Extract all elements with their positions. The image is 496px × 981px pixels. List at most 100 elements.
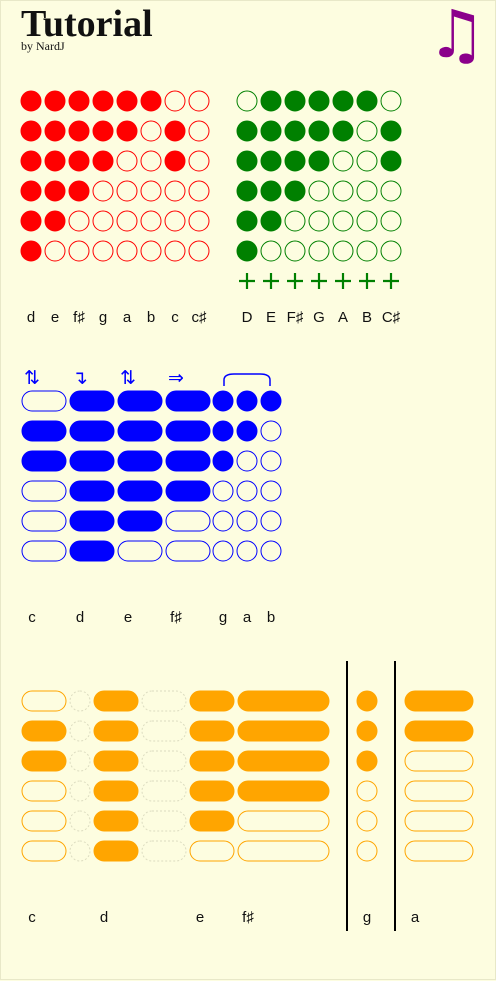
key-inactive bbox=[69, 720, 91, 742]
note-label: f♯ bbox=[242, 909, 254, 926]
note-label: f♯ bbox=[170, 609, 182, 626]
plus-icon bbox=[359, 273, 375, 289]
note-label: c♯ bbox=[192, 309, 208, 326]
hole-closed bbox=[44, 150, 66, 172]
hole-open bbox=[116, 150, 138, 172]
key-inactive bbox=[141, 690, 187, 712]
note-label: e bbox=[196, 909, 204, 926]
hole-open bbox=[260, 510, 282, 532]
hole-open bbox=[332, 180, 354, 202]
hole-open bbox=[164, 180, 186, 202]
hole-open bbox=[308, 180, 330, 202]
key-closed bbox=[117, 510, 163, 532]
hole-closed bbox=[260, 390, 282, 412]
key-closed bbox=[165, 480, 211, 502]
key-closed bbox=[117, 390, 163, 412]
hole-open bbox=[260, 540, 282, 562]
key-closed bbox=[404, 720, 474, 742]
author-byline: by NardJ bbox=[21, 39, 65, 53]
key-open bbox=[21, 510, 67, 532]
hole-open bbox=[188, 120, 210, 142]
arrow-icon: ⇅ bbox=[120, 367, 136, 389]
note-label: c bbox=[171, 309, 179, 326]
hole-open bbox=[116, 210, 138, 232]
hole-open bbox=[188, 150, 210, 172]
hole-closed bbox=[236, 420, 258, 442]
hole-open bbox=[164, 90, 186, 112]
hole-closed bbox=[236, 390, 258, 412]
hole-open bbox=[260, 240, 282, 262]
hole-closed bbox=[44, 120, 66, 142]
hole-open bbox=[116, 180, 138, 202]
note-label: b bbox=[267, 609, 275, 626]
key-inactive bbox=[141, 810, 187, 832]
note-label: G bbox=[313, 309, 325, 326]
note-label: E bbox=[266, 309, 276, 326]
key-closed bbox=[117, 480, 163, 502]
key-closed bbox=[93, 810, 139, 832]
key-closed bbox=[165, 390, 211, 412]
note-label: c bbox=[28, 609, 36, 626]
key-closed bbox=[237, 780, 330, 802]
hole-closed bbox=[260, 180, 282, 202]
key-closed bbox=[69, 480, 115, 502]
key-open bbox=[404, 840, 474, 862]
hole-closed bbox=[212, 450, 234, 472]
key-open bbox=[404, 780, 474, 802]
hole-closed bbox=[260, 150, 282, 172]
hole-open bbox=[212, 540, 234, 562]
key-closed bbox=[165, 420, 211, 442]
hole-closed bbox=[116, 90, 138, 112]
music-notes-icon: ♫ bbox=[427, 0, 487, 73]
bracket-mark bbox=[223, 373, 271, 386]
key-open bbox=[237, 810, 330, 832]
hole-open bbox=[92, 180, 114, 202]
note-label: d bbox=[100, 909, 108, 926]
key-inactive bbox=[69, 690, 91, 712]
key-closed bbox=[93, 840, 139, 862]
hole-closed bbox=[140, 90, 162, 112]
hole-open bbox=[140, 150, 162, 172]
hole-closed bbox=[212, 420, 234, 442]
hole-open bbox=[356, 840, 378, 862]
key-closed bbox=[21, 720, 67, 742]
key-closed bbox=[237, 690, 330, 712]
key-open bbox=[21, 810, 67, 832]
hole-open bbox=[236, 510, 258, 532]
note-label: a bbox=[411, 909, 420, 926]
hole-open bbox=[260, 420, 282, 442]
hole-closed bbox=[260, 210, 282, 232]
key-inactive bbox=[69, 780, 91, 802]
key-closed bbox=[93, 720, 139, 742]
note-label: C♯ bbox=[382, 309, 401, 326]
hole-open bbox=[308, 240, 330, 262]
key-closed bbox=[237, 720, 330, 742]
hole-closed bbox=[236, 240, 258, 262]
key-open bbox=[21, 840, 67, 862]
key-closed bbox=[69, 540, 115, 562]
plus-icon bbox=[335, 273, 351, 289]
hole-closed bbox=[284, 150, 306, 172]
hole-open bbox=[236, 90, 258, 112]
note-label: g bbox=[219, 609, 227, 626]
hole-closed bbox=[236, 150, 258, 172]
key-closed bbox=[21, 450, 67, 472]
hole-open bbox=[188, 180, 210, 202]
hole-closed bbox=[44, 180, 66, 202]
key-open bbox=[237, 840, 330, 862]
hole-open bbox=[44, 240, 66, 262]
key-closed bbox=[93, 690, 139, 712]
hole-open bbox=[116, 240, 138, 262]
note-label: e bbox=[124, 609, 132, 626]
plus-icon bbox=[287, 273, 303, 289]
hole-closed bbox=[20, 210, 42, 232]
hole-closed bbox=[260, 120, 282, 142]
key-open bbox=[165, 540, 211, 562]
note-label: g bbox=[99, 309, 107, 326]
hole-open bbox=[356, 810, 378, 832]
hole-open bbox=[68, 210, 90, 232]
hole-closed bbox=[44, 90, 66, 112]
hole-closed bbox=[20, 240, 42, 262]
